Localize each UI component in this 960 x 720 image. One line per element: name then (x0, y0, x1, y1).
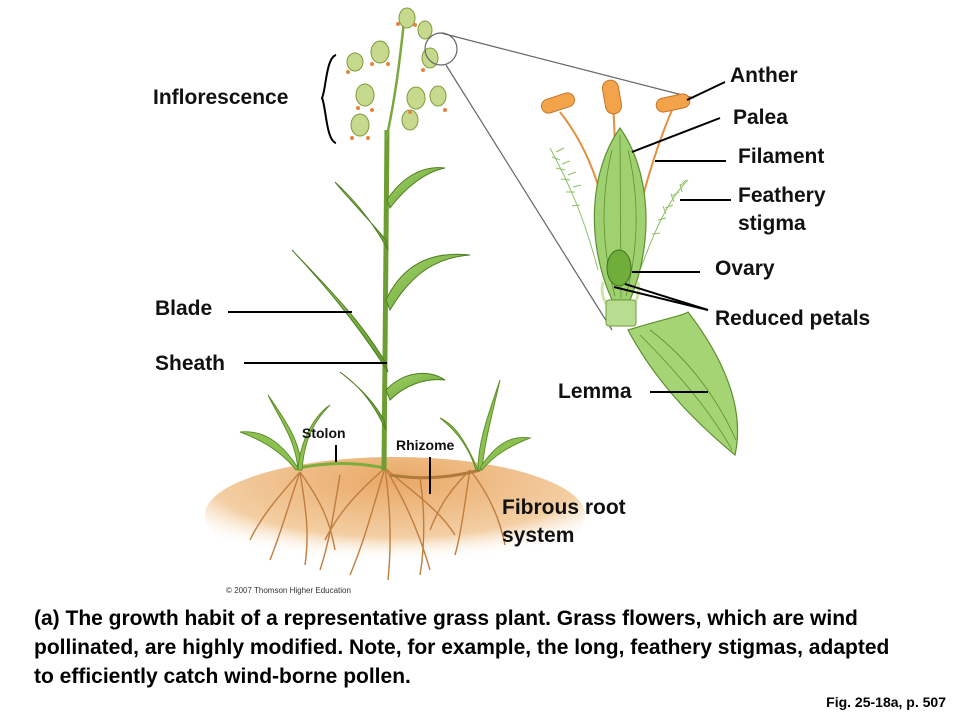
main-stem (381, 11, 407, 471)
figure-caption: (a) The growth habit of a representative… (34, 607, 890, 688)
feathery-stigma-label: Feathery stigma (738, 184, 826, 235)
ovary-label: Ovary (715, 257, 775, 280)
reduced-petals-label: Reduced petals (715, 307, 871, 330)
palea-label: Palea (733, 106, 788, 129)
fibrous-roots (249, 467, 506, 581)
blade-label: Blade (155, 297, 213, 320)
copyright-notice: © 2007 Thomson Higher Education (226, 586, 351, 595)
lemma-label: Lemma (558, 380, 632, 403)
rhizome-label: Rhizome (396, 437, 455, 453)
side-shoots (239, 379, 532, 471)
inflorescence-spikelets (346, 7, 447, 140)
zoom-indicator (424, 32, 695, 331)
filament-label: Filament (738, 145, 825, 168)
figure-reference: Fig. 25-18a, p. 507 (826, 694, 946, 710)
leaves (291, 167, 471, 431)
fibrous-root-system-label: Fibrous root system (502, 496, 626, 547)
rhizome-line (389, 468, 481, 480)
stolon-label: Stolon (302, 425, 346, 441)
soil (205, 457, 585, 573)
inflorescence-label: Inflorescence (153, 86, 289, 109)
anther-label: Anther (730, 64, 798, 87)
stolon-line (297, 462, 386, 470)
leader-lines (228, 54, 731, 494)
sheath-label: Sheath (155, 352, 226, 375)
flower-detail (540, 79, 739, 457)
